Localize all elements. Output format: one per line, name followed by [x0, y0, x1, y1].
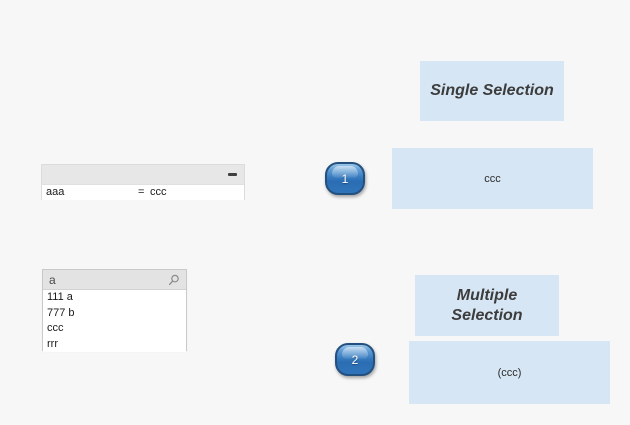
- step-1-button[interactable]: 1: [325, 162, 365, 195]
- listbox-header: a: [43, 270, 186, 290]
- minimize-icon[interactable]: [228, 173, 237, 176]
- multiple-selection-value-text: (ccc): [497, 366, 522, 379]
- list-item[interactable]: 111 a: [43, 290, 186, 306]
- list-item[interactable]: ccc: [43, 321, 186, 337]
- listbox-a: a 111 a 777 b ccc rrr: [42, 269, 187, 352]
- single-selection-title: Single Selection: [420, 61, 564, 121]
- multiple-selection-title-text: Multiple Selection: [451, 286, 523, 324]
- listbox-title: a: [49, 272, 56, 287]
- single-selection-value-text: ccc: [484, 172, 501, 185]
- search-icon[interactable]: [168, 274, 180, 286]
- current-selections-row[interactable]: aaa = ccc: [42, 185, 244, 200]
- single-selection-value-box: ccc: [392, 148, 593, 209]
- current-selections-box: aaa = ccc: [41, 164, 245, 200]
- multiple-selection-title: Multiple Selection: [415, 275, 559, 336]
- selection-field-name: aaa: [46, 186, 65, 198]
- selection-operator: =: [138, 186, 145, 198]
- step-2-button[interactable]: 2: [335, 343, 375, 376]
- single-selection-title-text: Single Selection: [430, 82, 554, 99]
- listbox-items: 111 a 777 b ccc rrr: [43, 290, 186, 352]
- list-item[interactable]: 777 b: [43, 305, 186, 321]
- current-selections-header: [42, 165, 244, 185]
- list-item[interactable]: rrr: [43, 336, 186, 352]
- multiple-selection-value-box: (ccc): [409, 341, 610, 404]
- selection-value: ccc: [150, 186, 167, 198]
- step-1-label: 1: [341, 171, 349, 186]
- step-2-label: 2: [351, 352, 359, 367]
